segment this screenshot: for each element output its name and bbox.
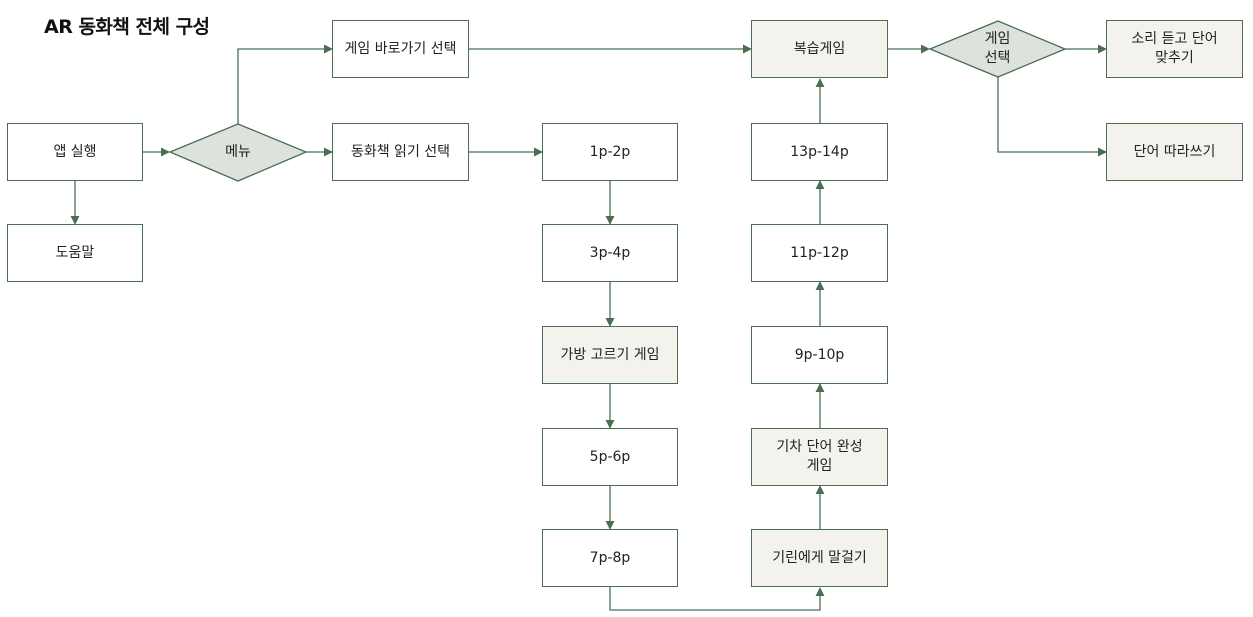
- train-game-node: 기차 단어 완성 게임: [751, 428, 888, 486]
- listen-match-node: 소리 듣고 단어 맞추기: [1106, 20, 1243, 78]
- game-select-decision: 게임 선택: [984, 31, 1011, 66]
- giraffe-talk-node: 기린에게 말걸기: [751, 529, 888, 587]
- page-7-8-node: 7p-8p: [542, 529, 678, 587]
- review-game-node: 복습게임: [751, 20, 888, 78]
- menu-decision: 메뉴: [225, 144, 251, 161]
- menu-decision-shape: [168, 123, 308, 182]
- help-node: 도움말: [7, 224, 143, 282]
- edge-menu-to-shortcut: [237, 44, 333, 124]
- page-9-10-node: 9p-10p: [751, 326, 888, 384]
- page-13-14-node: 13p-14p: [751, 123, 888, 181]
- trace-words-node: 단어 따라쓰기: [1106, 123, 1243, 181]
- edge-select-to-trace: [997, 77, 1107, 157]
- page-1-2-node: 1p-2p: [542, 123, 678, 181]
- app-launch-node: 앱 실행: [7, 123, 143, 181]
- bag-game-node: 가방 고르기 게임: [542, 326, 678, 384]
- page-5-6-node: 5p-6p: [542, 428, 678, 486]
- game-select-decision-shape: [928, 20, 1067, 78]
- edge-p7-to-giraffe: [609, 587, 825, 611]
- game-shortcut-node: 게임 바로가기 선택: [332, 20, 469, 78]
- diagram-title: AR 동화책 전체 구성: [44, 16, 210, 38]
- read-story-node: 동화책 읽기 선택: [332, 123, 469, 181]
- page-11-12-node: 11p-12p: [751, 224, 888, 282]
- page-3-4-node: 3p-4p: [542, 224, 678, 282]
